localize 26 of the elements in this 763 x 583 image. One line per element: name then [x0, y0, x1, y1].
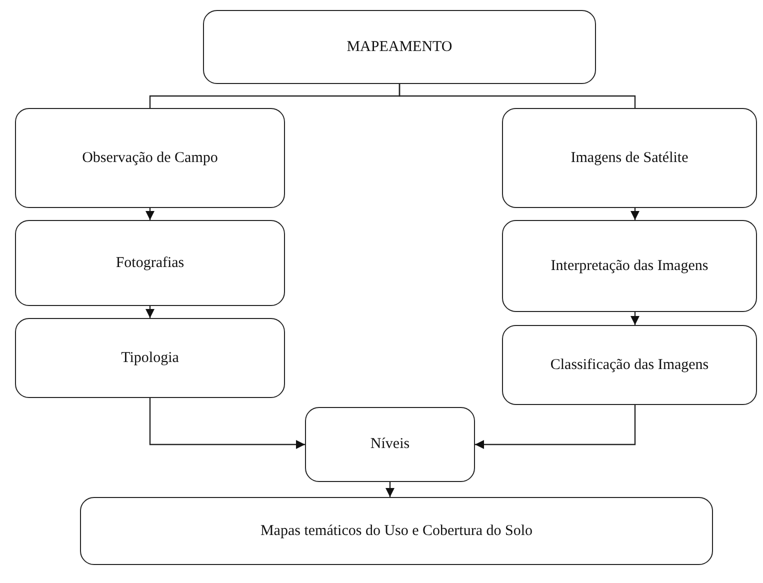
process-box — [502, 108, 757, 208]
box-label: Níveis — [370, 436, 410, 453]
box-label: Observação de Campo — [82, 150, 218, 166]
process-box — [203, 10, 596, 84]
box-label: Mapas temáticos do Uso e Cobertura do Solo — [260, 522, 533, 540]
box-label: MAPEAMENTO — [346, 38, 452, 56]
arrow — [149, 398, 305, 449]
process-box — [15, 318, 285, 398]
arrow — [386, 482, 394, 497]
process-box — [15, 108, 285, 208]
box-label: Fotografias — [116, 254, 184, 272]
arrow — [475, 405, 636, 449]
box-label: Classificação das Imagens — [550, 356, 709, 374]
arrow — [146, 208, 154, 220]
arrow — [146, 306, 154, 318]
process-box — [502, 220, 757, 312]
process-box — [15, 220, 285, 306]
arrow — [630, 208, 640, 220]
arrow — [630, 312, 640, 325]
box-label: Tipologia — [121, 350, 179, 366]
process-box — [305, 407, 475, 482]
connector-line — [398, 84, 636, 108]
process-box — [502, 325, 757, 405]
box-label: Interpretação das Imagens — [550, 258, 708, 274]
process-box — [80, 497, 713, 565]
box-label: Imagens de Satélite — [570, 150, 688, 166]
